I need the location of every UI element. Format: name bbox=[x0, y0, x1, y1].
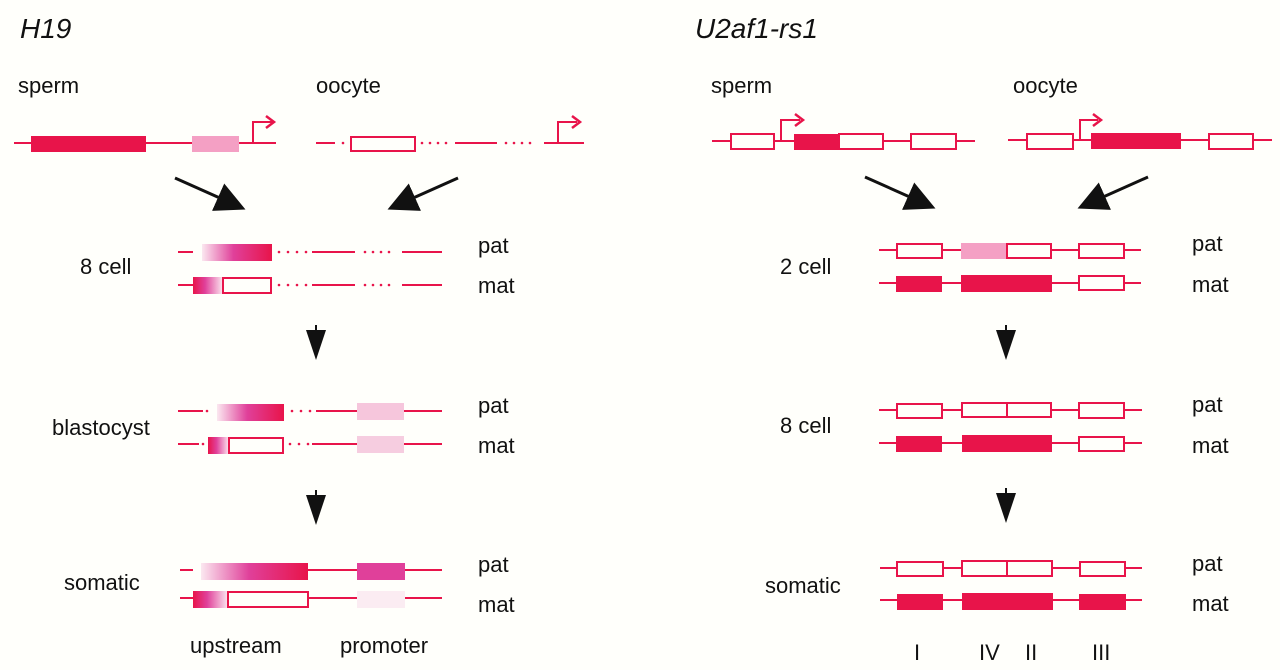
u2af-2cell-mat-label: mat bbox=[1192, 272, 1229, 297]
u2af-stage-label: 8 cell bbox=[780, 413, 831, 438]
h19-sperm-promoter bbox=[192, 136, 239, 152]
u2af-8cell-mat-label: mat bbox=[1192, 433, 1229, 458]
u2af-stage-label: 2 cell bbox=[780, 254, 831, 279]
h19-blastocyst-mat-promoter bbox=[357, 436, 404, 453]
u2af-somatic-pat-label: pat bbox=[1192, 551, 1223, 576]
u2af-8cell-pat-label: pat bbox=[1192, 392, 1223, 417]
h19-title: H19 bbox=[20, 13, 71, 44]
h19-blastocyst-pat-label: pat bbox=[478, 393, 509, 418]
u2af-exon-label: III bbox=[1092, 640, 1110, 665]
h19-somatic-mat bbox=[180, 591, 442, 608]
h19-8cell-mat bbox=[178, 277, 442, 294]
h19-stage-label: 8 cell bbox=[80, 254, 131, 279]
u2af-oocyte-label: oocyte bbox=[1013, 73, 1078, 98]
h19-somatic-pat-label: pat bbox=[478, 552, 509, 577]
u2af-oocyte-allele bbox=[1008, 113, 1272, 150]
u2af-8cell-mat bbox=[879, 435, 1142, 452]
h19-oocyte-allele bbox=[316, 115, 584, 152]
transcription-start-icon bbox=[252, 121, 272, 143]
h19-upstream-label: upstream bbox=[190, 633, 282, 658]
h19-oocyte-label: oocyte bbox=[316, 73, 381, 98]
h19-sperm-allele bbox=[14, 115, 277, 152]
u2af-2cell-mat bbox=[879, 275, 1141, 292]
h19-somatic-pat bbox=[180, 563, 442, 580]
u2af-2cell-pat-label: pat bbox=[1192, 231, 1223, 256]
u2af-title: U2af1-rs1 bbox=[695, 13, 818, 44]
h19-somatic-mat-label: mat bbox=[478, 592, 515, 617]
u2af-somatic-mat bbox=[880, 593, 1142, 610]
h19-8cell-mat-label: mat bbox=[478, 273, 515, 298]
h19-8cell-pat bbox=[178, 244, 442, 261]
h19-oocyte-upstream-exon bbox=[350, 136, 416, 152]
h19-blastocyst-mat bbox=[178, 436, 442, 454]
h19-sperm-upstream-exon bbox=[31, 136, 146, 152]
transcription-start-icon bbox=[1079, 119, 1098, 140]
u2af-sperm-allele bbox=[712, 113, 975, 150]
h19-somatic-mat-promoter bbox=[357, 591, 405, 608]
u2af-2cell-pat bbox=[879, 243, 1141, 259]
u2af-exon-label: I bbox=[914, 640, 920, 665]
u2af-exon-label: II bbox=[1025, 640, 1037, 665]
u2af-somatic-pat bbox=[880, 560, 1142, 577]
arrow-down-icon bbox=[996, 488, 1016, 523]
arrow-down-icon bbox=[306, 325, 326, 360]
transcription-start-icon bbox=[780, 119, 800, 141]
arrow-oocyte-to-zygote-icon bbox=[1077, 175, 1149, 210]
h19-somatic-pat-promoter bbox=[357, 563, 405, 580]
arrow-down-icon bbox=[996, 325, 1016, 360]
h19-blastocyst-mat-label: mat bbox=[478, 433, 515, 458]
u2af-stage-label: somatic bbox=[765, 573, 841, 598]
arrow-sperm-to-zygote-icon bbox=[174, 176, 246, 211]
h19-stage-label: somatic bbox=[64, 570, 140, 595]
u2af-somatic-mat-label: mat bbox=[1192, 591, 1229, 616]
u2af-exon-label: IV bbox=[979, 640, 1000, 665]
h19-promoter-label: promoter bbox=[340, 633, 428, 658]
u2af-8cell-pat bbox=[879, 402, 1142, 419]
h19-blastocyst-pat-promoter bbox=[357, 403, 404, 420]
arrow-down-icon bbox=[306, 490, 326, 525]
h19-stage-label: blastocyst bbox=[52, 415, 150, 440]
arrow-oocyte-to-zygote-icon bbox=[387, 176, 459, 211]
h19-blastocyst-pat bbox=[178, 403, 442, 421]
arrow-sperm-to-zygote-icon bbox=[864, 175, 936, 210]
transcription-start-icon bbox=[557, 121, 577, 143]
h19-sperm-label: sperm bbox=[18, 73, 79, 98]
u2af-sperm-label: sperm bbox=[711, 73, 772, 98]
h19-8cell-pat-label: pat bbox=[478, 233, 509, 258]
